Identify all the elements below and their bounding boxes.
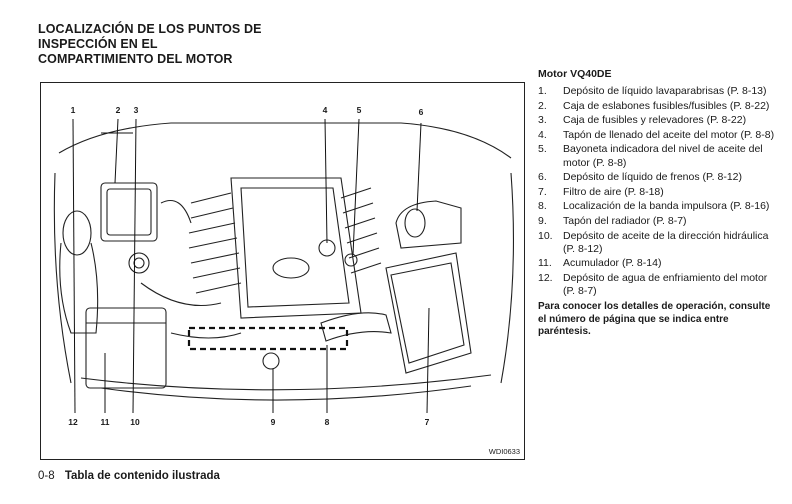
intake-ribs — [188, 192, 242, 294]
leader-2 — [114, 118, 119, 184]
washer-tank-body — [59, 242, 99, 334]
fuse-box-outline — [100, 182, 158, 242]
legend-number: 11. — [538, 257, 552, 270]
fender-right — [500, 172, 514, 384]
legend-item: 8. Localización de la banda impulsora (P.… — [538, 200, 778, 213]
legend-text: Bayoneta indicadora del nivel de aceite … — [563, 143, 763, 169]
leader-5 — [352, 118, 360, 256]
legend-list: 1. Depósito de líquido lavaparabrisas (P.… — [538, 85, 778, 298]
dipstick-handle — [344, 253, 358, 267]
page-reference-note: Para conocer los detalles de operación, … — [538, 301, 771, 338]
legend-number: 10. — [538, 229, 553, 242]
figure-code: WDI0633 — [488, 447, 520, 456]
legend-panel: Motor VQ40DE 1. Depósito de líquido lavap… — [538, 68, 778, 349]
engine-compartment-illustration: 1 2 3 4 5 6 12 11 10 9 8 7 WDI0633 — [40, 82, 525, 460]
intake-ribs-right — [340, 187, 382, 274]
callout-label: 12 — [68, 417, 78, 427]
callout-label: 4 — [322, 105, 328, 115]
callout-label: 6 — [418, 107, 424, 117]
lower-bumper-inner — [100, 385, 472, 401]
legend-text: Depósito de agua de enfriamiento del mot… — [563, 271, 768, 298]
callout-label: 3 — [133, 105, 139, 115]
leader-1 — [72, 118, 76, 414]
legend-item: 11. Acumulador (P. 8-14) — [538, 257, 778, 270]
brake-reservoir — [404, 208, 426, 238]
legend-number: 1. — [538, 85, 547, 97]
callout-label: 10 — [130, 417, 140, 427]
fuse-box-lid — [106, 188, 152, 236]
leader-4 — [324, 118, 328, 244]
legend-text: Caja de fusibles y relevadores (P. 8-22) — [563, 114, 747, 127]
legend-text: Acumulador (P. 8-14) — [563, 257, 662, 270]
legend-number: 2. — [538, 99, 547, 112]
legend-item: 3. Caja de fusibles y relevadores (P. 8-2… — [538, 114, 778, 127]
legend-text: Caja de eslabones fusibles/fusibles (P. … — [563, 99, 770, 112]
page-footer: 0-8 Tabla de contenido ilustrada — [38, 470, 220, 482]
legend-item: 10. Depósito de aceite de la dirección hi… — [538, 230, 778, 256]
legend-text: Tapón de llenado del aceite del motor (P… — [563, 128, 775, 141]
legend-text: Tapón del radiador (P. 8-7) — [563, 214, 687, 227]
callout-label: 7 — [424, 417, 430, 427]
legend-number: 3. — [538, 114, 547, 127]
heading-line: LOCALIZACIÓN DE LOS PUNTOS DE — [38, 22, 262, 36]
legend-number: 5. — [538, 143, 547, 156]
page-number: 0-8 — [38, 470, 55, 482]
legend-number: 7. — [538, 185, 547, 198]
callout-label: 9 — [270, 417, 276, 427]
legend-number: 8. — [538, 200, 547, 213]
radiator-cap — [262, 352, 280, 370]
legend-item: 6. Depósito de líquido de frenos (P. 8-12… — [538, 171, 778, 184]
battery-outline — [85, 307, 167, 389]
legend-number: 9. — [538, 214, 547, 227]
legend-item: 2. Caja de eslabones fusibles/fusibles (P… — [538, 100, 778, 113]
air-filter-lid — [390, 262, 465, 364]
legend-number: 4. — [538, 128, 547, 141]
brake-master — [395, 200, 462, 249]
engine-cover-inner — [240, 187, 350, 308]
callout-label: 11 — [100, 417, 110, 427]
legend-item: 12. Depósito de agua de enfriamiento del … — [538, 272, 778, 298]
legend-text: Depósito de líquido lavaparabrisas (P. 8… — [563, 85, 767, 97]
lower-bumper — [80, 374, 492, 391]
legend-text: Depósito de líquido de frenos (P. 8-12) — [563, 171, 743, 184]
leader-7 — [426, 307, 430, 414]
legend-item: 5. Bayoneta indicadora del nivel de aceit… — [538, 143, 778, 169]
heading-line: INSPECCIÓN EN EL — [38, 37, 158, 51]
fender-left — [53, 172, 72, 384]
engine-drawing — [53, 118, 514, 414]
legend-item: 1. Depósito de líquido lavaparabrisas (P.… — [538, 85, 778, 98]
legend-title: Motor VQ40DE — [538, 68, 612, 80]
engine-logo — [272, 257, 310, 279]
steering-cap — [133, 257, 145, 269]
legend-text: Depósito de aceite de la dirección hidrá… — [563, 229, 769, 255]
page-heading: LOCALIZACIÓN DE LOS PUNTOS DE INSPECCIÓN… — [38, 22, 262, 67]
washer-reservoir — [62, 210, 92, 256]
legend-item: 7. Filtro de aire (P. 8-18) — [538, 186, 778, 199]
callout-label: 8 — [324, 417, 330, 427]
legend-text: Localización de la banda impulsora (P. 8… — [563, 200, 770, 213]
legend-text: Filtro de aire (P. 8-18) — [563, 185, 664, 198]
section-title: Tabla de contenido ilustrada — [64, 470, 220, 482]
legend-item: 9. Tapón del radiador (P. 8-7) — [538, 215, 778, 228]
leader-3 — [132, 118, 137, 414]
air-filter-box — [385, 252, 472, 374]
hood-outline — [58, 122, 512, 159]
heading-line: COMPARTIMIENTO DEL MOTOR — [38, 52, 233, 66]
hoses — [140, 199, 242, 339]
legend-number: 6. — [538, 171, 547, 184]
leader-6 — [416, 122, 422, 212]
steering-reservoir — [128, 252, 150, 274]
callout-label: 1 — [70, 105, 76, 115]
air-duct — [320, 312, 392, 342]
legend-item: 4. Tapón de llenado del aceite del motor … — [538, 129, 778, 142]
callout-label: 5 — [356, 105, 362, 115]
legend-number: 12. — [538, 271, 553, 284]
callout-label: 2 — [115, 105, 121, 115]
